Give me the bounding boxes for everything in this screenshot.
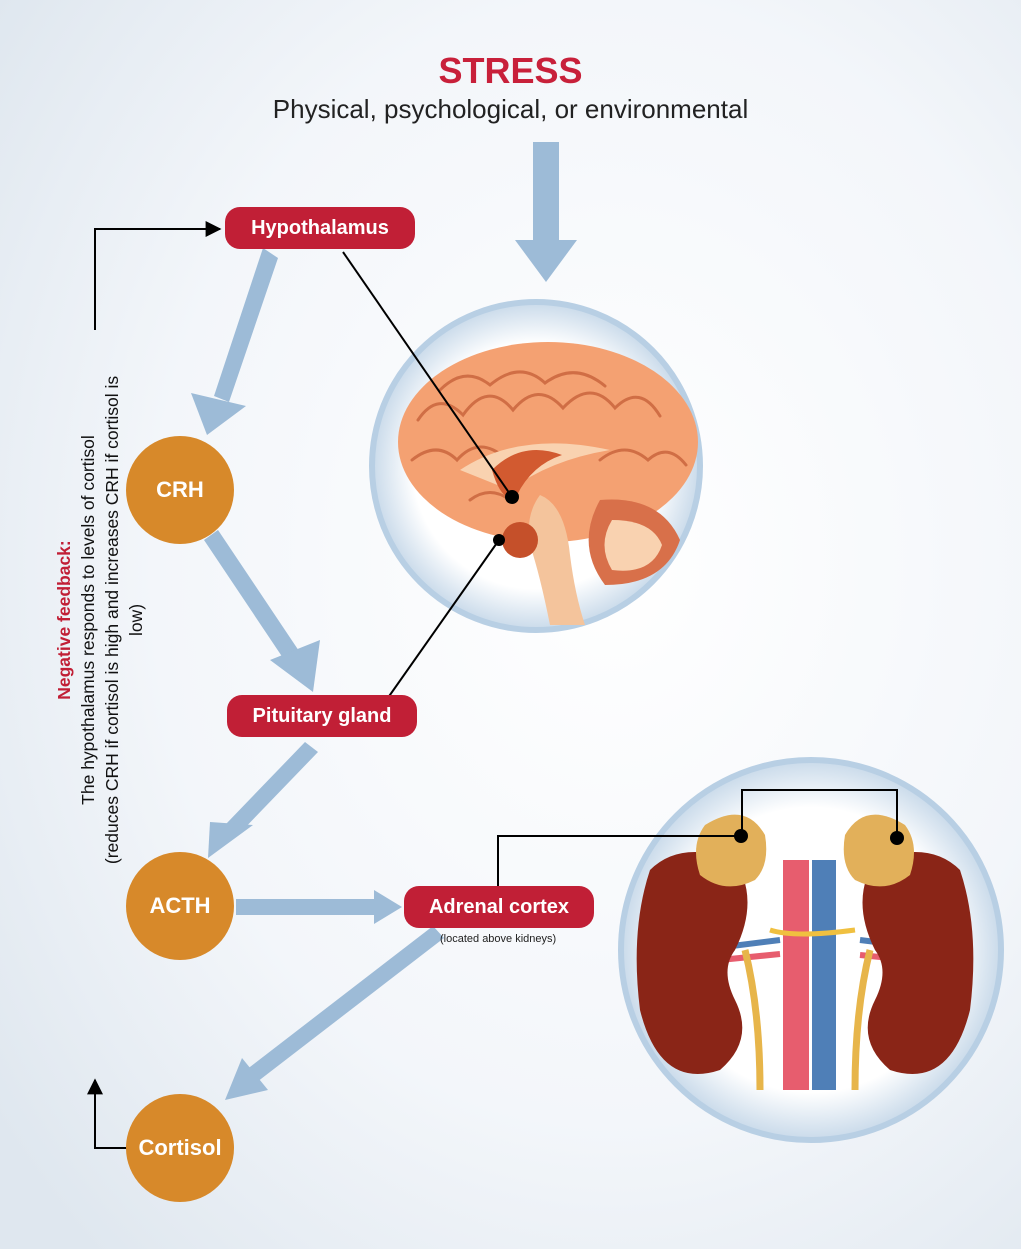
brain-illustration bbox=[372, 302, 700, 630]
hypothalamus-label: Hypothalamus bbox=[225, 207, 415, 249]
stress-title: STRESS bbox=[0, 50, 1021, 92]
kidney-illustration bbox=[621, 760, 1001, 1140]
cortisol-node: Cortisol bbox=[126, 1094, 234, 1202]
stress-subtitle: Physical, psychological, or environmenta… bbox=[0, 94, 1021, 125]
pituitary-gland-label: Pituitary gland bbox=[227, 695, 417, 737]
negative-feedback-line2: (reduces CRH if cortisol is high and inc… bbox=[100, 360, 148, 880]
adrenal-cortex-label: Adrenal cortex bbox=[404, 886, 594, 928]
negative-feedback-title: Negative feedback: bbox=[52, 360, 76, 880]
negative-feedback-line1: The hypothalamus responds to levels of c… bbox=[76, 360, 100, 880]
adrenal-location-note: (located above kidneys) bbox=[440, 933, 556, 945]
negative-feedback-text: Negative feedback: The hypothalamus resp… bbox=[52, 360, 124, 880]
